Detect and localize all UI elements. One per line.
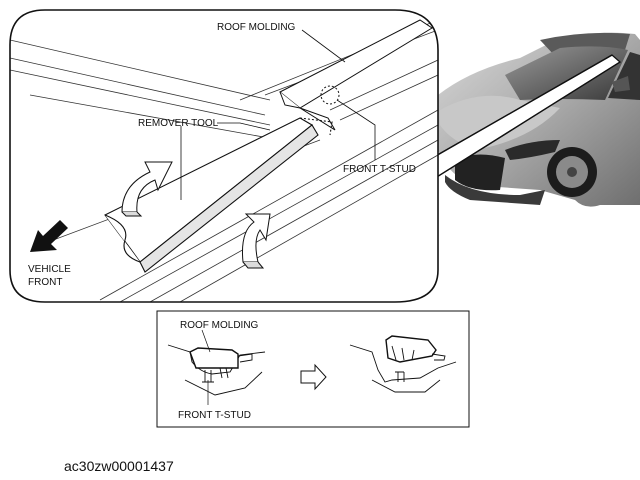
remover-tool [104,117,333,273]
label-remover-tool: REMOVER TOOL [138,118,219,129]
vehicle-front-arrow [30,220,68,252]
cross-section-inset: ROOF MOLDING FRONT T-STUD [156,310,470,428]
roof-edge-line [10,57,266,116]
label-front-t-stud: FRONT T-STUD [343,164,416,175]
label-vehicle: VEHICLE [28,264,71,275]
lift-arrow-upper [121,161,173,217]
roof-edge-line [10,69,271,126]
inset-label-roof-molding: ROOF MOLDING [180,320,259,331]
leader-lines [180,29,376,200]
lift-arrow-lower [242,213,271,269]
detail-panel: ROOF MOLDING REMOVER TOOL FRONT T-STUD V… [9,9,439,303]
roof-rail-line [119,124,438,302]
transition-arrow [300,363,327,391]
roof-rail-line [149,139,438,302]
front-t-stud-marker [320,85,340,105]
roof-edge-line [29,94,281,141]
section-installed [167,344,266,396]
roof-rail-line [329,59,438,111]
inset-label-front-t-stud: FRONT T-STUD [178,410,251,421]
callout-lines [419,54,622,181]
section-removed [349,335,457,393]
label-roof-molding: ROOF MOLDING [217,22,296,33]
roof-rail-line [179,154,438,302]
roof-edge-line [10,39,271,101]
figure-id: ac30zw00001437 [64,458,174,474]
roof-molding-part [279,19,433,131]
roof-rail-line [99,109,438,301]
label-front: FRONT [28,277,62,288]
inset-leader-lines [201,329,211,405]
